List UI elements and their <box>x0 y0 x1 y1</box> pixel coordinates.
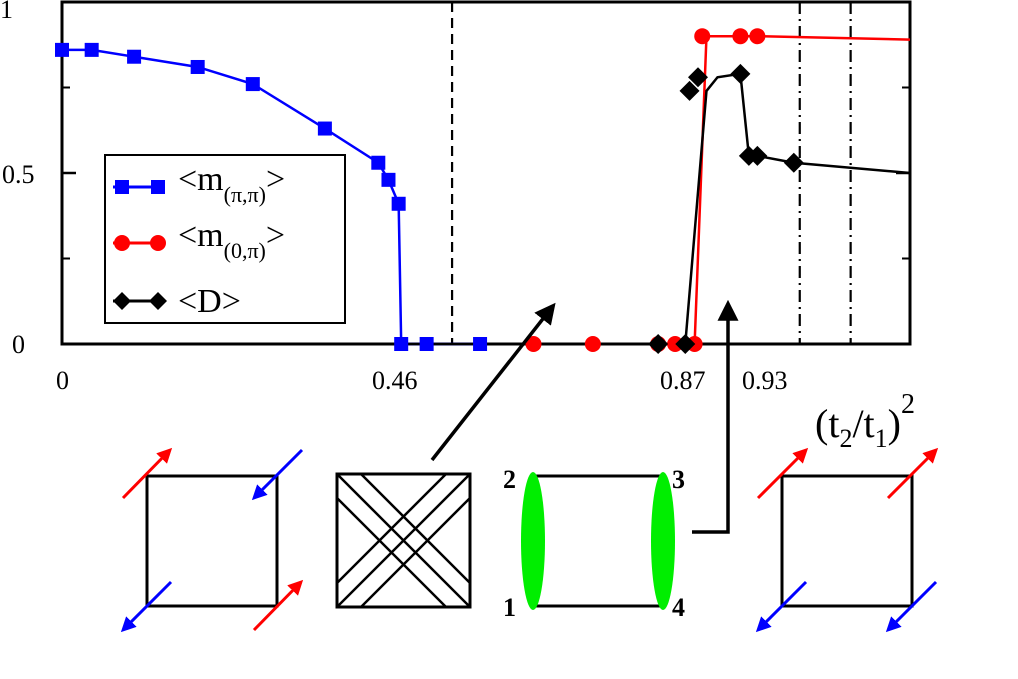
cross-line <box>336 473 471 608</box>
x-axis-title: (t2/t1)2 <box>815 389 915 453</box>
cross-line <box>360 473 471 584</box>
legend-marker-m-pi-pi-b <box>151 180 165 194</box>
arrow-to-disordered-phase <box>430 302 556 462</box>
site-label-3: 3 <box>672 465 685 494</box>
data-point-d-3 <box>688 67 708 88</box>
plaquette-square-stripe <box>780 474 914 608</box>
legend: <m(π,π)> <m(0,π)> <D> <box>104 154 346 324</box>
legend-box <box>104 154 346 324</box>
dimer-plaquette: 2 3 1 4 <box>503 465 685 622</box>
y-tick-label-0: 0 <box>12 330 25 359</box>
data-point-d-7 <box>783 152 804 173</box>
arrow-to-dimer-phase <box>692 299 739 534</box>
spin-up-arrow <box>121 447 173 500</box>
legend-marker-m-pi-pi-a <box>115 180 129 194</box>
cross-line <box>336 497 447 608</box>
data-point-m-0-pi-0 <box>525 336 542 352</box>
data-point-d-6 <box>747 145 768 166</box>
data-point-m-pi-pi-3 <box>190 59 205 74</box>
x-tick-label-0.46: 0.46 <box>372 366 418 395</box>
data-point-m-pi-pi-7 <box>381 172 396 187</box>
data-point-m-pi-pi-4 <box>245 77 260 92</box>
data-point-m-0-pi-7 <box>749 28 766 45</box>
dimer-ellipse-left <box>521 472 545 610</box>
dimer-ellipse-right <box>651 472 675 610</box>
spin-down-arrow <box>755 580 808 633</box>
legend-marker-d-a <box>113 292 131 310</box>
legend-label-m-pi-pi: <m(π,π)> <box>178 161 285 207</box>
spin-up-arrow <box>252 579 304 632</box>
cross-line <box>360 497 471 608</box>
site-label-2: 2 <box>503 465 516 494</box>
data-point-m-0-pi-6 <box>732 28 749 45</box>
phase-boundaries <box>450 2 852 344</box>
legend-marker-m-0-pi-b <box>150 235 166 251</box>
spin-down-arrow <box>251 448 304 501</box>
data-point-m-0-pi-3 <box>667 336 684 352</box>
data-point-m-pi-pi-10 <box>419 337 434 351</box>
neel-plaquette <box>120 447 304 633</box>
data-point-m-pi-pi-0 <box>55 42 69 57</box>
data-point-m-pi-pi-8 <box>391 196 406 211</box>
data-point-m-0-pi-1 <box>584 336 601 352</box>
spin-down-arrow <box>120 580 173 633</box>
plaquette-square-crossed <box>335 472 472 609</box>
legend-marker-d-b <box>149 292 167 310</box>
spin-down-arrow <box>885 580 938 633</box>
data-point-m-pi-pi-9 <box>394 337 409 351</box>
plaquette-square-dimer <box>531 474 665 608</box>
site-label-1: 1 <box>503 593 516 622</box>
disordered-plaquette <box>335 472 472 609</box>
data-point-m-pi-pi-11 <box>473 337 488 351</box>
series-markers <box>55 28 804 354</box>
legend-label-m-0-pi: <m(0,π)> <box>178 217 285 263</box>
legend-marker-m-0-pi-a <box>114 235 130 251</box>
x-tick-label-0: 0 <box>56 366 69 395</box>
y-tick-label-0.5: 0.5 <box>2 160 35 189</box>
data-point-d-4 <box>730 63 751 84</box>
x-tick-label-0.87: 0.87 <box>660 366 706 395</box>
data-point-m-pi-pi-5 <box>317 121 332 136</box>
x-tick-label-0.93: 0.93 <box>742 366 788 395</box>
cross-line <box>336 473 447 584</box>
data-point-m-pi-pi-2 <box>127 49 142 64</box>
legend-label-d: <D> <box>178 283 241 320</box>
spin-up-arrow <box>756 447 809 500</box>
site-label-4: 4 <box>672 593 685 622</box>
data-point-m-pi-pi-6 <box>371 155 386 170</box>
stripe-plaquette <box>755 447 939 633</box>
data-point-d-1 <box>675 334 696 354</box>
y-tick-label-1: 1 <box>0 0 13 24</box>
data-point-d-0 <box>648 334 669 354</box>
plaquette-square-neel <box>145 474 279 608</box>
data-point-d-2 <box>679 80 700 101</box>
data-point-m-pi-pi-1 <box>84 42 99 57</box>
data-point-m-0-pi-5 <box>694 28 711 45</box>
spin-up-arrow <box>886 447 939 500</box>
